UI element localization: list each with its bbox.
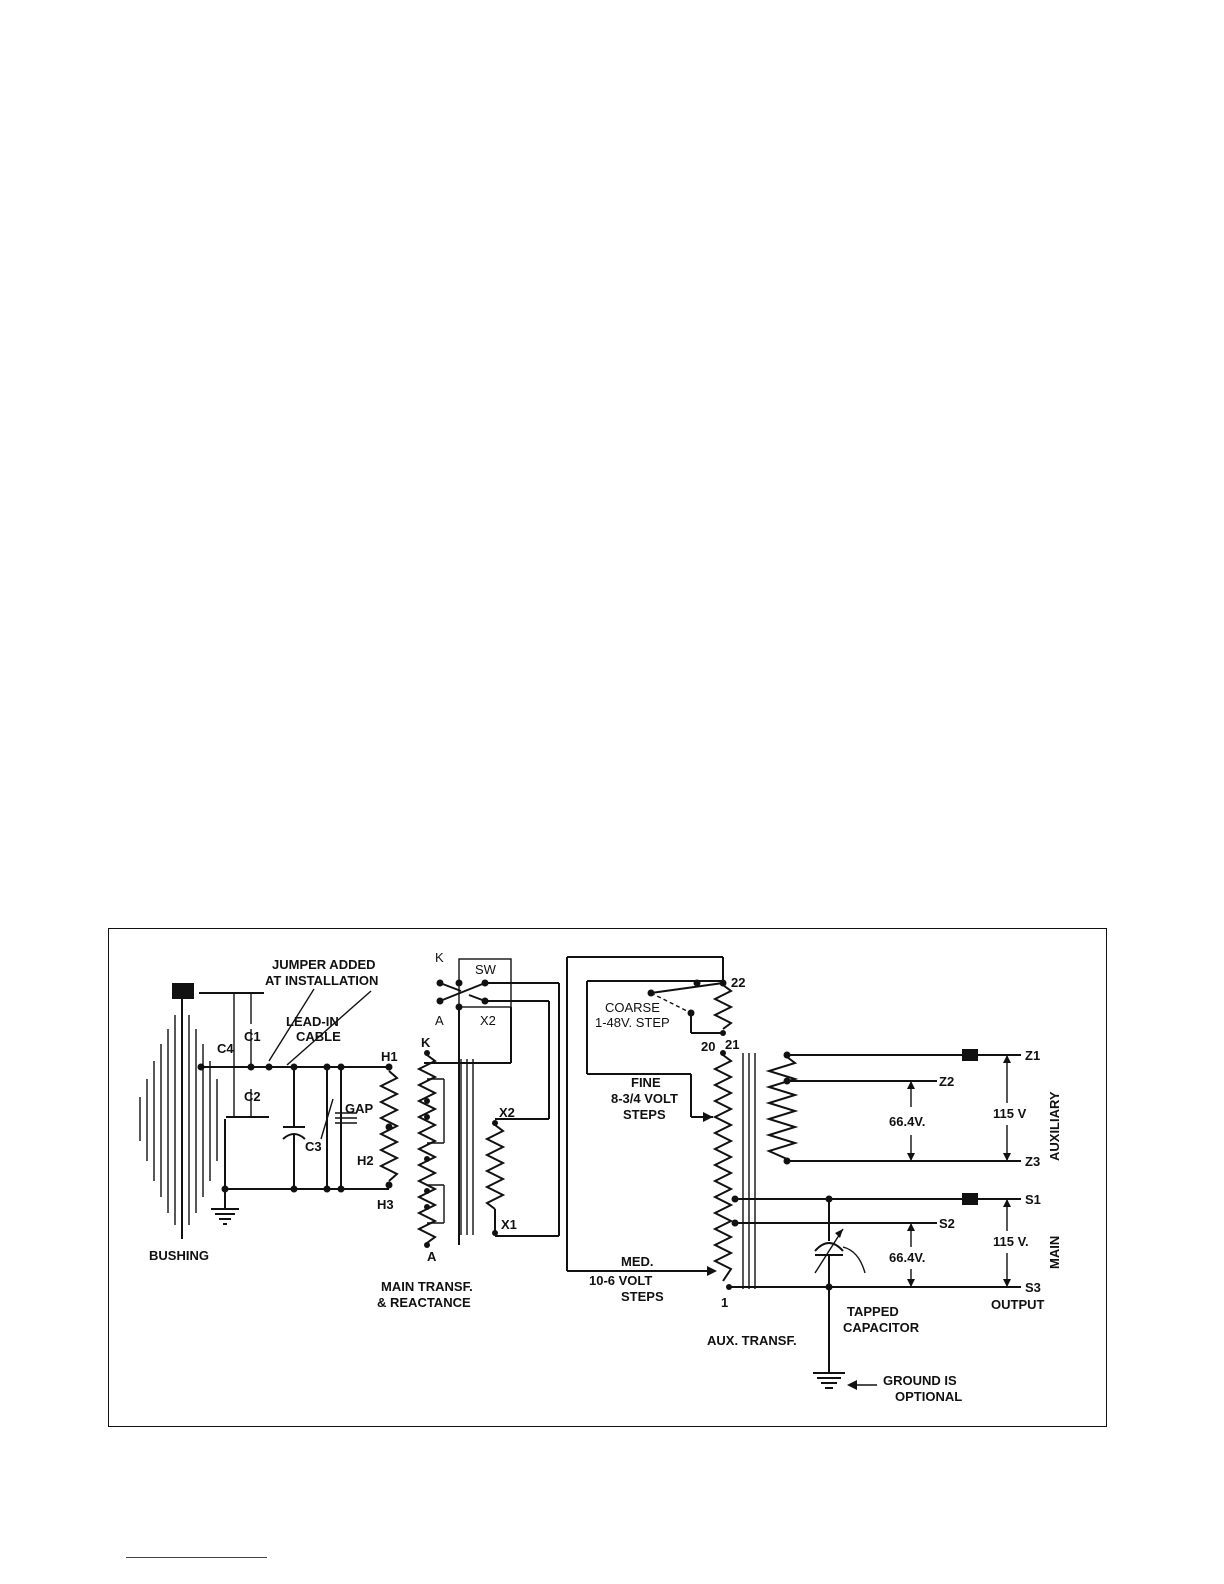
label-jumper-line2: AT INSTALLATION — [265, 973, 378, 988]
label-lead-in-line1: LEAD-IN — [286, 1014, 339, 1029]
label-c3: C3 — [305, 1139, 322, 1154]
label-tap-20: 20 — [701, 1039, 715, 1054]
label-aux-66-4v: 66.4V. — [889, 1114, 925, 1129]
schematic-drawing: BUSHING C4 C1 C2 JUMPER ADDED AT INSTALL… — [139, 950, 1062, 1404]
label-tap-1: 1 — [721, 1295, 728, 1310]
label-main-transf-line2: & REACTANCE — [377, 1295, 471, 1310]
label-tap-22: 22 — [731, 975, 745, 990]
label-k-switch: K — [435, 950, 444, 965]
label-c2: C2 — [244, 1089, 261, 1104]
label-h2: H2 — [357, 1153, 374, 1168]
label-coarse-line2: 1-48V. STEP — [595, 1015, 670, 1030]
label-a-coil: A — [427, 1249, 437, 1264]
footer-rule — [126, 1557, 267, 1558]
label-c1: C1 — [244, 1029, 261, 1044]
label-tapped-line1: TAPPED — [847, 1304, 899, 1319]
label-x1-coil: X1 — [501, 1217, 517, 1232]
label-z2: Z2 — [939, 1074, 954, 1089]
label-a-switch: A — [435, 1013, 444, 1028]
label-fine-line1: FINE — [631, 1075, 661, 1090]
label-aux-115v: 115 V — [993, 1106, 1027, 1121]
label-main-115v: 115 V. — [993, 1234, 1029, 1249]
label-s3: S3 — [1025, 1280, 1041, 1295]
label-sw: SW — [475, 962, 497, 977]
label-z3: Z3 — [1025, 1154, 1040, 1169]
label-med-line3: STEPS — [621, 1289, 664, 1304]
label-main: MAIN — [1047, 1236, 1062, 1269]
label-lead-in-line2: CABLE — [296, 1029, 341, 1044]
label-main-66-4v: 66.4V. — [889, 1250, 925, 1265]
label-main-transf-line1: MAIN TRANSF. — [381, 1279, 473, 1294]
label-coarse-line1: COARSE — [605, 1000, 660, 1015]
label-k-coil: K — [421, 1035, 431, 1050]
label-s1: S1 — [1025, 1192, 1041, 1207]
ground-icon-left — [211, 1208, 239, 1225]
label-auxiliary: AUXILIARY — [1047, 1091, 1062, 1161]
label-z1: Z1 — [1025, 1048, 1040, 1063]
label-x2-coil: X2 — [499, 1105, 515, 1120]
label-jumper-line1: JUMPER ADDED — [272, 957, 376, 972]
label-med-line1: MED. — [621, 1254, 654, 1269]
label-fine-line3: STEPS — [623, 1107, 666, 1122]
label-tapped-line2: CAPACITOR — [843, 1320, 920, 1335]
label-s2: S2 — [939, 1216, 955, 1231]
label-h1: H1 — [381, 1049, 398, 1064]
label-gap: GAP — [345, 1101, 374, 1116]
ground-icon-right — [813, 1372, 845, 1389]
bushing-symbol — [139, 983, 218, 1239]
label-x2-switch: X2 — [480, 1013, 496, 1028]
schematic-figure: BUSHING C4 C1 C2 JUMPER ADDED AT INSTALL… — [108, 928, 1107, 1427]
label-med-line2: 10-6 VOLT — [589, 1273, 652, 1288]
label-h3: H3 — [377, 1197, 394, 1212]
label-bushing: BUSHING — [149, 1248, 209, 1263]
label-ground-line1: GROUND IS — [883, 1373, 957, 1388]
label-fine-line2: 8-3/4 VOLT — [611, 1091, 678, 1106]
label-ground-line2: OPTIONAL — [895, 1389, 962, 1404]
label-c4: C4 — [217, 1041, 234, 1056]
label-tap-21: 21 — [725, 1037, 739, 1052]
label-aux-transf: AUX. TRANSF. — [707, 1333, 797, 1348]
label-output: OUTPUT — [991, 1297, 1045, 1312]
